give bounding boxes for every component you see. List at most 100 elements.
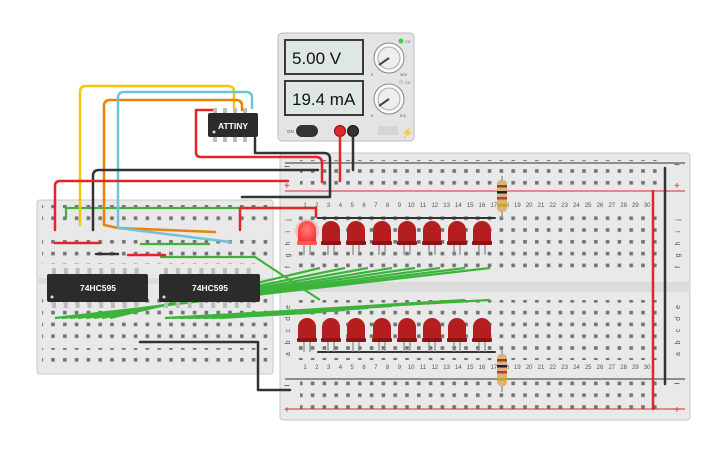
chip-pin <box>223 302 227 308</box>
column-number: 1 <box>303 203 307 209</box>
cc-label: CC <box>405 80 411 85</box>
voltage-knob-max-label: 30V <box>400 72 407 77</box>
column-number: 28 <box>620 365 627 371</box>
led[interactable] <box>472 318 492 352</box>
chip-pin <box>211 268 216 274</box>
pin1-marker-icon <box>212 130 216 134</box>
column-number: 16 <box>479 203 486 209</box>
wire-cyan[interactable] <box>116 90 254 244</box>
resistor-top[interactable] <box>497 176 507 218</box>
led[interactable] <box>372 221 392 255</box>
led[interactable] <box>397 221 417 255</box>
led[interactable] <box>422 318 442 352</box>
column-number: 21 <box>538 203 545 209</box>
led[interactable] <box>372 318 392 352</box>
chip-pin <box>187 302 192 308</box>
voltage-knob-min-label: 0 <box>371 72 374 77</box>
wire-red-bridge[interactable] <box>238 206 318 232</box>
column-number: 7 <box>374 203 378 209</box>
attiny-label: ATTINY <box>218 121 248 131</box>
column-number: 19 <box>514 203 521 209</box>
led-row-bottom <box>297 318 492 352</box>
column-number: 15 <box>467 365 474 371</box>
chip-pin <box>63 302 68 308</box>
column-number: 21 <box>538 365 545 371</box>
shift-register-1[interactable]: 74HC595 <box>47 268 148 308</box>
wire-yellow[interactable] <box>78 84 236 227</box>
column-number: 6 <box>362 203 366 209</box>
column-number: 1 <box>303 365 307 371</box>
voltage-knob[interactable] <box>373 42 405 74</box>
row-letter: c <box>675 328 682 332</box>
row-letter: h <box>675 242 682 246</box>
attiny-chip[interactable]: ATTINY <box>208 108 258 142</box>
led[interactable] <box>447 221 467 255</box>
chip-pin <box>223 268 227 274</box>
column-number: 22 <box>549 203 556 209</box>
row-letter: b <box>675 340 682 344</box>
led[interactable] <box>321 318 341 352</box>
chip-pin <box>175 268 180 274</box>
led[interactable] <box>422 221 442 255</box>
shift-register-2[interactable]: 74HC595 <box>159 268 260 308</box>
chip-pin <box>199 302 204 308</box>
led[interactable] <box>472 221 492 255</box>
bottom-rail-minus-left: − <box>284 381 290 392</box>
top-rail-plus-right: + <box>674 181 680 192</box>
led[interactable] <box>295 219 319 255</box>
column-number: 3 <box>327 203 331 209</box>
wires[interactable] <box>53 84 667 411</box>
led[interactable] <box>346 318 366 352</box>
column-number: 17 <box>490 365 497 371</box>
column-number: 23 <box>561 365 568 371</box>
column-number: 19 <box>514 365 521 371</box>
row-letter: a <box>675 352 682 356</box>
lightning-icon: ⚡ <box>401 126 413 139</box>
column-number: 9 <box>398 203 402 209</box>
top-rail-minus-left: − <box>284 162 290 173</box>
led[interactable] <box>447 318 467 352</box>
row-letter: f <box>285 266 292 268</box>
voltage-display <box>284 39 364 75</box>
chip-pin <box>63 268 68 274</box>
column-number: 26 <box>597 365 604 371</box>
current-knob[interactable] <box>373 83 405 115</box>
column-number: 2 <box>315 365 319 371</box>
pin1-marker-icon <box>50 295 54 299</box>
chip-pin <box>75 268 80 274</box>
row-letter: i <box>675 231 682 233</box>
bottom-rail-plus-left: + <box>284 405 290 416</box>
column-number: 14 <box>455 203 462 209</box>
row-letter: f <box>675 266 682 268</box>
power-supply[interactable]: 5.00 V 19.4 mA 0 30V CV 0 5 A CC ON ⚡ <box>277 32 415 142</box>
column-number: 30 <box>644 203 651 209</box>
wire-red-top[interactable] <box>53 179 290 232</box>
led[interactable] <box>397 318 417 352</box>
resistor-bottom[interactable] <box>497 350 507 392</box>
chip-pin <box>111 302 115 308</box>
wire-black-top[interactable] <box>91 168 320 232</box>
column-number: 4 <box>339 365 343 371</box>
wire-red-attiny[interactable] <box>194 108 324 184</box>
led[interactable] <box>346 221 366 255</box>
led-row-top <box>295 219 492 255</box>
chip-pin <box>122 268 127 274</box>
column-number: 8 <box>386 365 390 371</box>
led[interactable] <box>297 318 317 352</box>
chip-pin <box>52 302 56 308</box>
wire-black-bottom[interactable] <box>138 340 292 392</box>
current-knob-max-label: 5 A <box>400 113 406 118</box>
row-letter: d <box>675 317 682 321</box>
chip-pin <box>234 268 239 274</box>
led[interactable] <box>321 221 341 255</box>
chip-pin <box>99 268 104 274</box>
row-letter: c <box>285 328 292 332</box>
column-number: 25 <box>585 203 592 209</box>
wire-black-attiny[interactable] <box>240 136 332 199</box>
shift-register-2-label: 74HC595 <box>192 283 228 293</box>
chip-pin <box>175 302 180 308</box>
power-switch[interactable] <box>296 125 318 137</box>
